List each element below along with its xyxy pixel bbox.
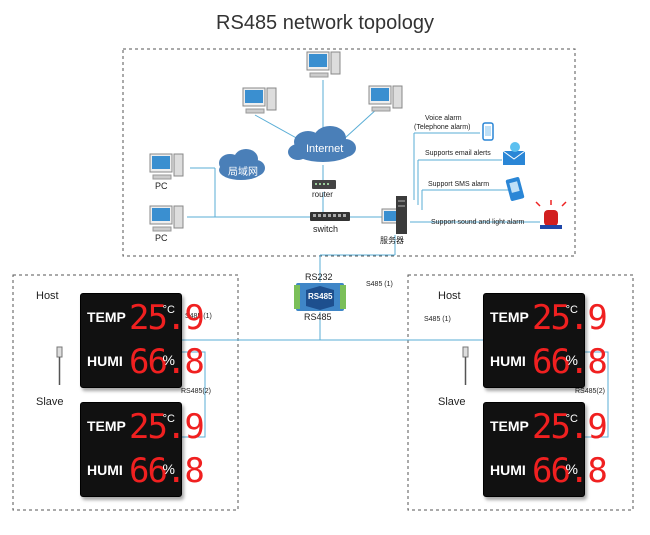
temp-label: TEMP bbox=[87, 418, 126, 434]
computer-icon bbox=[306, 51, 341, 78]
host-display: TEMP 25.9 °C HUMI 66.8 % bbox=[80, 293, 205, 388]
sms-alarm-label: Support SMS alarm bbox=[428, 181, 490, 188]
humi-value: 66.8 bbox=[532, 451, 608, 491]
humi-unit: % bbox=[565, 461, 578, 477]
alarm-light-icon bbox=[535, 200, 567, 229]
switch-label: switch bbox=[313, 224, 339, 234]
temp-unit: °C bbox=[565, 304, 578, 316]
router-icon bbox=[312, 180, 336, 189]
computer-icon bbox=[149, 205, 184, 232]
humi-label: HUMI bbox=[490, 462, 526, 478]
s485-label: S485 (1) bbox=[366, 281, 393, 288]
computer-icon bbox=[368, 85, 403, 112]
humi-value: 66.8 bbox=[532, 342, 608, 382]
cloud-icon bbox=[219, 149, 265, 180]
humi-unit: % bbox=[565, 352, 578, 368]
sensor-probe-icon bbox=[462, 346, 469, 385]
humi-value: 66.8 bbox=[129, 451, 205, 491]
switch-icon bbox=[310, 212, 350, 221]
server-label: 服务器 bbox=[380, 236, 404, 245]
temp-value: 25.9 bbox=[129, 298, 205, 338]
internet-label: Internet bbox=[306, 143, 344, 155]
diagram-title: RS485 network topology bbox=[216, 12, 434, 34]
left-group-box bbox=[12, 274, 239, 511]
temp-label: TEMP bbox=[490, 309, 529, 325]
sound-light-alarm-label: Support sound and light alarm bbox=[431, 219, 525, 226]
network-box bbox=[122, 48, 576, 257]
network-lines bbox=[178, 80, 609, 438]
phone-icon bbox=[482, 122, 494, 141]
slave-display: TEMP 25.9 °C HUMI 66.8 % bbox=[483, 402, 608, 497]
s485-label: S485 (1) bbox=[185, 313, 212, 320]
telephone-alarm-label: (Telephone alarm) bbox=[414, 124, 471, 131]
voice-alarm-label: Voice alarm bbox=[425, 115, 462, 122]
temp-unit: °C bbox=[162, 304, 175, 316]
pc-label: PC bbox=[155, 233, 168, 243]
right-group-box bbox=[407, 274, 634, 511]
slave-label: Slave bbox=[36, 396, 64, 408]
converter-icon bbox=[294, 283, 346, 311]
rs485-2-label: RS485(2) bbox=[181, 388, 211, 395]
temp-value: 25.9 bbox=[532, 298, 608, 338]
humi-label: HUMI bbox=[490, 353, 526, 369]
rs232-label: RS232 bbox=[305, 272, 333, 282]
computer-icon bbox=[242, 87, 277, 114]
temp-label: TEMP bbox=[87, 309, 126, 325]
lan-label: 局域网 bbox=[228, 167, 258, 178]
host-label: Host bbox=[36, 290, 59, 302]
humi-value: 66.8 bbox=[129, 342, 205, 382]
server-icon bbox=[381, 196, 407, 234]
host-display: TEMP 25.9 °C HUMI 66.8 % bbox=[483, 293, 608, 388]
cloud-icon bbox=[288, 126, 356, 162]
humi-label: HUMI bbox=[87, 353, 123, 369]
humi-unit: % bbox=[162, 461, 175, 477]
humi-label: HUMI bbox=[87, 462, 123, 478]
temp-label: TEMP bbox=[490, 418, 529, 434]
rs485-2-label: RS485(2) bbox=[575, 388, 605, 395]
temp-value: 25.9 bbox=[129, 407, 205, 447]
computer-icon bbox=[149, 153, 184, 180]
pc-label: PC bbox=[155, 181, 168, 191]
humi-unit: % bbox=[162, 352, 175, 368]
s485-label: S485 (1) bbox=[424, 316, 451, 323]
host-label: Host bbox=[438, 290, 461, 302]
rs485-label: RS485 bbox=[304, 312, 332, 322]
slave-label: Slave bbox=[438, 396, 466, 408]
temp-value: 25.9 bbox=[532, 407, 608, 447]
slave-display: TEMP 25.9 °C HUMI 66.8 % bbox=[80, 402, 205, 497]
temp-unit: °C bbox=[162, 413, 175, 425]
router-label: router bbox=[312, 190, 333, 199]
converter-text: RS485 bbox=[308, 292, 333, 301]
temp-unit: °C bbox=[565, 413, 578, 425]
sms-icon bbox=[505, 177, 525, 201]
email-icon bbox=[502, 142, 526, 165]
sensor-probe-icon bbox=[56, 346, 63, 385]
email-alerts-label: Supports email alerts bbox=[425, 150, 491, 157]
